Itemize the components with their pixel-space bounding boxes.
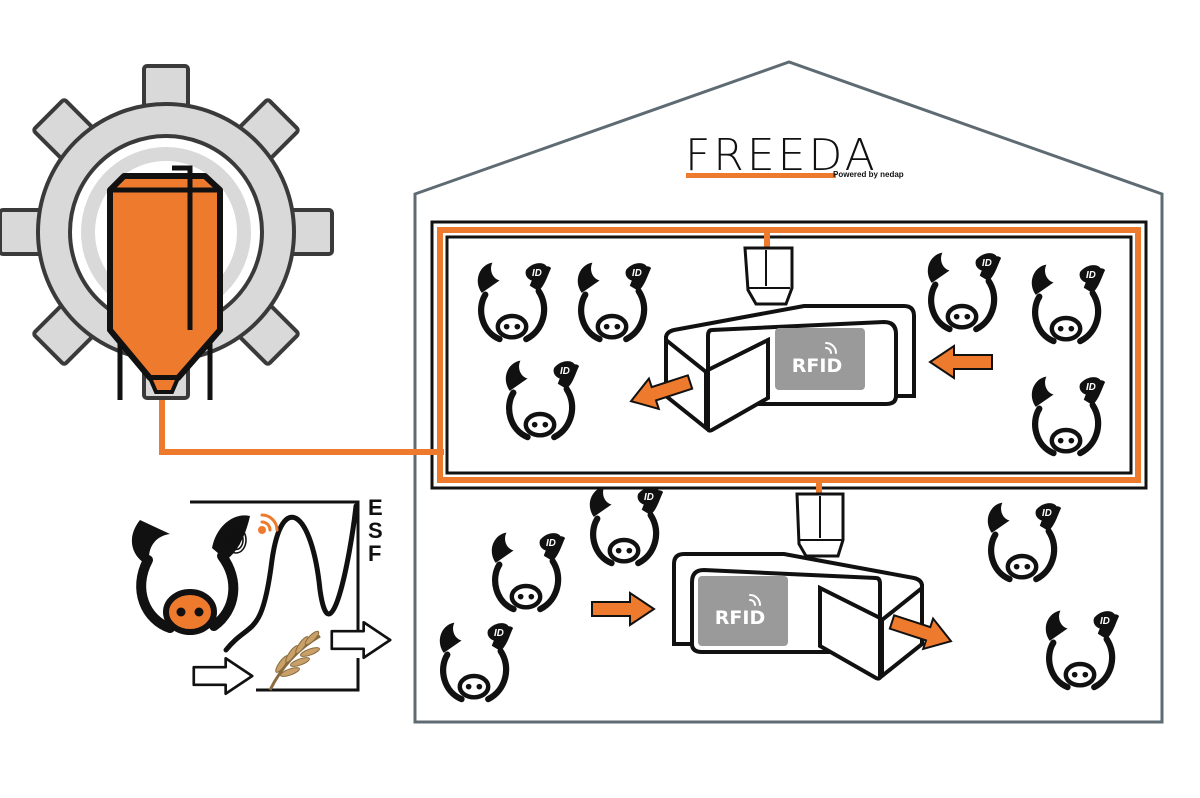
- arrow-exit-top: [629, 374, 694, 411]
- rfid-label-top: RFID: [792, 355, 842, 377]
- arrow-entry-top: [928, 344, 993, 380]
- growth-curve: [223, 503, 359, 653]
- pen-outer-frame: [430, 220, 1148, 490]
- arrow-entry-bottom: [591, 591, 656, 627]
- brand-name: FREEDA: [685, 130, 878, 181]
- feeding-station-icon-bottom: [672, 492, 924, 681]
- wifi-icon: [258, 513, 279, 534]
- pig-head-icon-large: [131, 515, 250, 635]
- esf-letter-s: S: [368, 518, 383, 543]
- feeding-station-icon-top: [664, 246, 916, 433]
- wifi-icon-rfid-top: [825, 342, 837, 354]
- brand-tagline: Powered by nedap: [833, 170, 904, 179]
- rfid-label-bottom: RFID: [715, 607, 765, 629]
- brand-underline: [686, 173, 836, 178]
- wheat-icon: [268, 630, 321, 691]
- rfid-panel-bottom: [698, 576, 788, 646]
- arrow-exit-bottom: [888, 614, 953, 651]
- pen-feed-line: [437, 227, 1141, 483]
- esf-panel: E S F: [190, 495, 383, 692]
- feed-pipe-main: [159, 390, 444, 455]
- rfid-panel-top: [775, 328, 865, 390]
- silo-icon: [107, 165, 223, 400]
- esf-letter-e: E: [368, 495, 383, 520]
- arrow-out-icon: [330, 620, 392, 660]
- esf-letter-f: F: [368, 541, 381, 566]
- wifi-icon-rfid-bottom: [749, 594, 761, 606]
- arrow-in-icon: [192, 656, 254, 696]
- fingerprint-icon: [225, 526, 247, 554]
